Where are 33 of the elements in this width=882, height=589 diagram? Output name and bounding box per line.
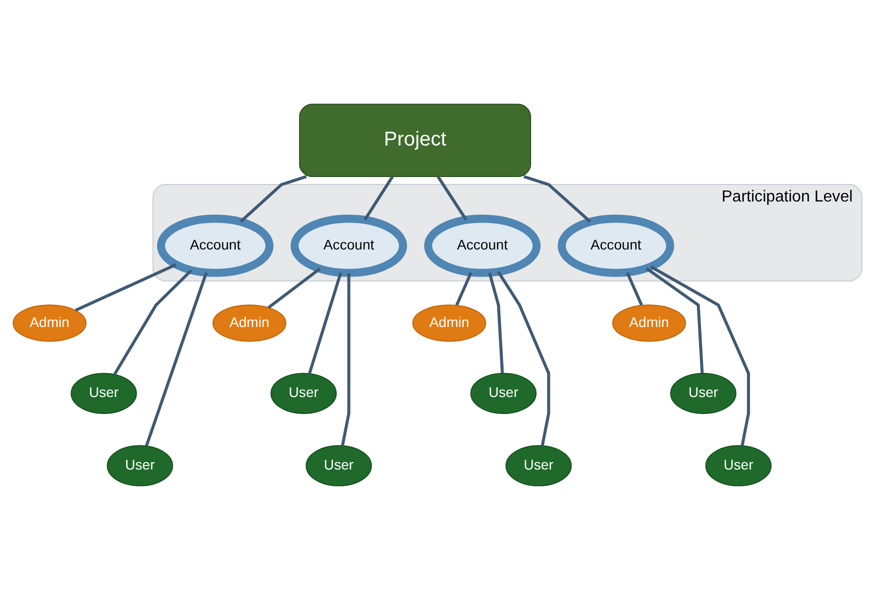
connector	[650, 264, 750, 446]
node-ellipse: User	[704, 444, 772, 486]
connector	[340, 272, 350, 446]
node-ellipse: User	[305, 444, 372, 486]
node-ellipse: Admin	[612, 304, 686, 342]
connector	[454, 272, 472, 306]
connector	[496, 270, 550, 446]
node-ellipse: User	[70, 372, 136, 414]
node-ellipse: Account	[424, 214, 540, 276]
node-ellipse: Account	[557, 214, 674, 276]
node-ellipse: User	[270, 372, 336, 414]
node-ellipse: Admin	[12, 304, 86, 342]
connector	[645, 266, 704, 373]
connector	[112, 268, 192, 375]
node-ellipse: Account	[156, 214, 273, 276]
connector	[144, 272, 208, 446]
connector	[74, 262, 176, 312]
node-ellipse: Account	[290, 214, 407, 276]
node-ellipse: Admin	[212, 304, 286, 342]
node-box: Project	[298, 103, 531, 176]
connector	[522, 174, 591, 222]
node-ellipse: User	[106, 444, 173, 486]
connector	[239, 174, 306, 222]
node-ellipse: User	[504, 444, 572, 486]
connector	[363, 175, 394, 220]
node-ellipse: User	[670, 372, 736, 414]
node-ellipse: Admin	[412, 304, 486, 342]
node-ellipse: User	[470, 372, 536, 414]
connector	[308, 272, 342, 374]
connector	[436, 175, 467, 220]
connector	[267, 267, 320, 308]
connector	[488, 272, 504, 373]
connector	[625, 272, 642, 306]
